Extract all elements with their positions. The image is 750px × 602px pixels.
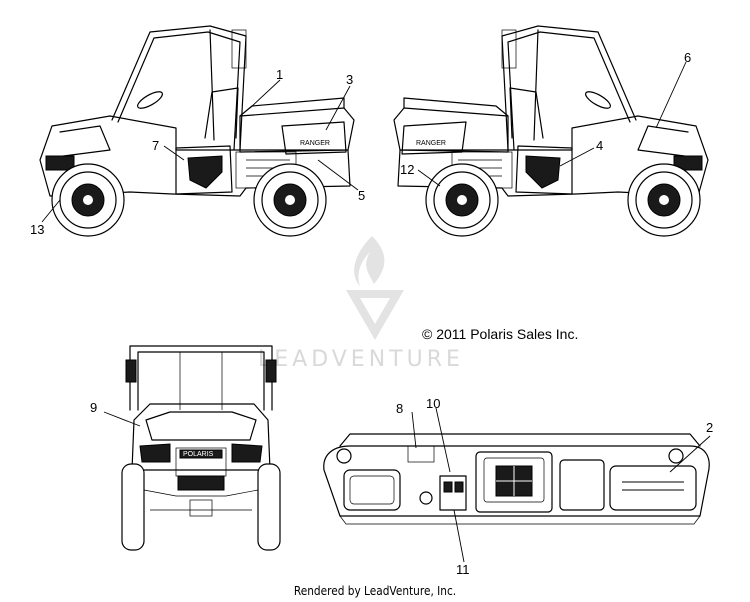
callout-2: 2 — [706, 420, 713, 435]
mirror — [265, 359, 277, 383]
callout-6: 6 — [684, 50, 691, 65]
callout-13: 13 — [30, 222, 44, 237]
bed-brand-text: RANGER — [300, 140, 330, 147]
switch-panel — [439, 475, 467, 511]
dash-decal — [407, 445, 435, 463]
footer-credit: Rendered by LeadVenture, Inc. — [293, 584, 457, 598]
callout-4: 4 — [596, 138, 603, 153]
roll-bar-strap — [231, 29, 247, 69]
side-panel-graphic — [187, 155, 223, 189]
headlight — [673, 155, 703, 171]
bumper — [177, 475, 225, 491]
skid-plate — [189, 499, 213, 517]
right-glove-box — [609, 465, 697, 511]
callout-7: 7 — [152, 138, 159, 153]
dashboard-view — [323, 433, 710, 525]
leadventure-watermark: LEADVENTURE — [258, 236, 464, 372]
callout-5: 5 — [358, 188, 365, 203]
left-front-tire — [121, 463, 145, 551]
callout-11: 11 — [456, 562, 470, 577]
callout-12: 12 — [400, 162, 414, 177]
callout-10: 10 — [426, 396, 440, 411]
left-headlight — [139, 443, 171, 463]
front-wheel — [51, 163, 125, 237]
grille-brand-text: POLARIS — [183, 451, 214, 458]
vehicle-right-side-view: RANGER — [393, 25, 709, 237]
right-headlight — [231, 443, 263, 463]
callout-1: 1 — [276, 67, 283, 82]
roll-bar-strap — [501, 29, 517, 69]
leader-lines — [41, 61, 711, 563]
vehicle-front-view: POLARIS — [121, 345, 281, 551]
rear-wheel — [425, 163, 499, 237]
copyright-notice: © 2011 Polaris Sales Inc. — [422, 326, 579, 342]
watermark-text: LEADVENTURE — [258, 347, 464, 372]
center-console — [475, 451, 553, 513]
rear-wheel — [253, 163, 327, 237]
right-front-tire — [257, 463, 281, 551]
callout-8: 8 — [396, 401, 403, 416]
vehicle-left-side-view: RANGER — [39, 25, 355, 237]
bed-brand-text: RANGER — [416, 140, 446, 147]
flame-logo-icon — [346, 236, 404, 340]
side-panel-graphic — [525, 155, 561, 189]
mirror — [125, 359, 137, 383]
callout-9: 9 — [90, 400, 97, 415]
front-wheel — [627, 163, 701, 237]
callout-numbers: 1 2 3 4 5 6 7 8 9 10 11 12 13 — [30, 50, 713, 577]
steering-wheel — [137, 91, 163, 109]
callout-3: 3 — [346, 72, 353, 87]
left-storage-bin — [343, 469, 401, 511]
steering-wheel — [585, 91, 611, 109]
power-outlet — [419, 491, 433, 505]
headlight — [45, 155, 75, 171]
